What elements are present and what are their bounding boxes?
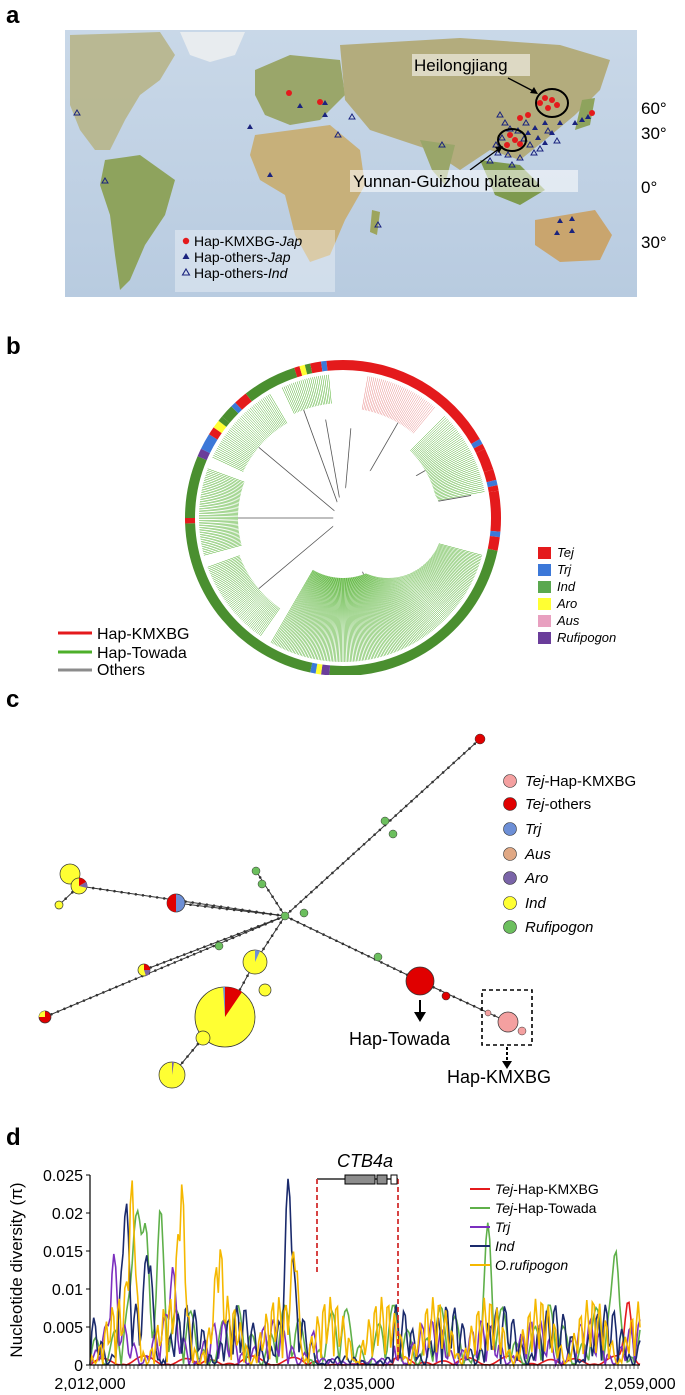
svg-text:Aus: Aus (556, 613, 580, 628)
gene-structure (316, 1174, 399, 1363)
island-madagascar (370, 210, 380, 235)
y-tick-label: 0.005 (43, 1320, 83, 1337)
lat-tick-0: 0° (641, 178, 657, 197)
svg-text:Ind: Ind (495, 1238, 516, 1254)
svg-text:O.rufipogon: O.rufipogon (495, 1257, 568, 1273)
svg-text:Tej-Hap-Towada: Tej-Hap-Towada (495, 1200, 597, 1216)
legend-b-label-0: Hap-KMXBG (97, 626, 189, 643)
svg-text:Tej-Hap-KMXBG: Tej-Hap-KMXBG (525, 773, 636, 790)
label-hap-kmxbg: Hap-KMXBG (447, 1067, 551, 1087)
svg-text:Tej-others: Tej-others (525, 796, 591, 813)
legend-a-label-2: Hap-others-Ind (194, 265, 289, 281)
legend-a-label-0: Hap-KMXBG-Jap (194, 233, 302, 249)
y-tick-label: 0.025 (43, 1168, 83, 1185)
panel-c-haplotype-network: Hap-Towada Hap-KMXBG Tej-Hap-KMXBG Tej-o… (38, 733, 636, 1089)
points-hap-kmxbg-jap (286, 90, 595, 148)
continent-south-america (100, 155, 175, 290)
continent-greenland (180, 32, 245, 62)
series-line-O.rufipogon (89, 1180, 641, 1368)
legend-a-marker-2 (181, 267, 191, 276)
svg-text:Ind: Ind (525, 895, 547, 912)
svg-text:Trj: Trj (495, 1219, 511, 1235)
panel-b-phylogeny: Hap-KMXBG Hap-Towada Others Tej Trj Ind … (58, 360, 616, 675)
yunnan-ellipse (497, 128, 527, 152)
label-hap-towada: Hap-Towada (349, 1029, 451, 1049)
panel-letter-d: d (6, 1124, 21, 1151)
panel-letter-b: b (6, 333, 21, 360)
y-tick-label: 0.02 (52, 1206, 83, 1223)
x-tick-label: 2,035,000 (324, 1376, 395, 1393)
panel-a-map: Heilongjiang Yunnan-Guizhou plateau 60° … (65, 30, 667, 297)
y-ticks: 0 0.005 0.01 0.015 0.02 0.025 (43, 1168, 90, 1375)
points-hap-others-jap (247, 100, 591, 235)
svg-text:Trj: Trj (557, 562, 572, 577)
lat-tick-30n: 30° (641, 124, 667, 143)
series-line-Ind (89, 1178, 641, 1368)
continent-australia (535, 210, 612, 262)
label-heilongjiang: Heilongjiang (414, 56, 508, 75)
y-axis-label: Nucleotide diversity (π) (7, 1182, 26, 1357)
kmxbg-dashed-box (481, 989, 533, 1046)
panel-letter-c: c (6, 686, 20, 713)
legend-b-label-2: Others (97, 662, 145, 675)
svg-text:Trj: Trj (525, 821, 542, 838)
legend-b-groups: Tej Trj Ind Aro Aus Rufipogon (538, 545, 616, 645)
network-nodes (38, 733, 527, 1089)
legend-c: Tej-Hap-KMXBG Tej-others Trj Aus Aro Ind… (503, 773, 636, 936)
gene-label-ctb4a: CTB4a (337, 1151, 393, 1171)
lat-tick-30s: 30° (641, 233, 667, 252)
legend-a-marker-0 (182, 237, 190, 245)
continent-asia (340, 38, 610, 170)
svg-text:Ind: Ind (557, 579, 576, 594)
heilongjiang-arrow (507, 77, 536, 93)
y-tick-label: 0.015 (43, 1244, 83, 1261)
continent-africa (250, 125, 365, 262)
legend-a-marker-1 (182, 253, 190, 259)
svg-text:Tej-Hap-KMXBG: Tej-Hap-KMXBG (495, 1181, 599, 1197)
svg-text:Aus: Aus (524, 846, 551, 863)
svg-text:Aro: Aro (556, 596, 577, 611)
legend-d: Tej-Hap-KMXBG Tej-Hap-Towada Trj Ind O.r… (470, 1181, 599, 1273)
y-tick-label: 0 (74, 1358, 83, 1375)
legend-b-label-1: Hap-Towada (97, 645, 187, 662)
phylogeny-tree (199, 374, 485, 662)
svg-text:Aro: Aro (524, 870, 548, 887)
phylogeny-outer-ring (185, 360, 502, 675)
label-yunnan-guizhou: Yunnan-Guizhou plateau (353, 172, 540, 191)
svg-text:Rufipogon: Rufipogon (525, 919, 593, 936)
continent-europe (255, 55, 345, 125)
svg-text:Rufipogon: Rufipogon (557, 630, 616, 645)
network-edges (44, 738, 509, 1076)
x-ticks: 2,012,000 2,035,000 2,059,000 (54, 1365, 676, 1393)
continent-north-america (70, 32, 175, 150)
lat-tick-60: 60° (641, 99, 667, 118)
panel-letter-a: a (6, 2, 20, 29)
y-tick-label: 0.01 (52, 1282, 83, 1299)
diversity-series-lines (89, 1178, 641, 1368)
panel-d-diversity-chart: 0 0.005 0.01 0.015 0.02 0.025 2,012,000 2,035,… (7, 1151, 676, 1393)
heilongjiang-ellipse (535, 88, 569, 118)
svg-text:Tej: Tej (557, 545, 575, 560)
x-tick-label: 2,059,000 (604, 1376, 675, 1393)
yunnan-arrow (469, 147, 501, 171)
legend-a-label-1: Hap-others-Jap (194, 249, 291, 265)
x-tick-label: 2,012,000 (54, 1376, 125, 1393)
